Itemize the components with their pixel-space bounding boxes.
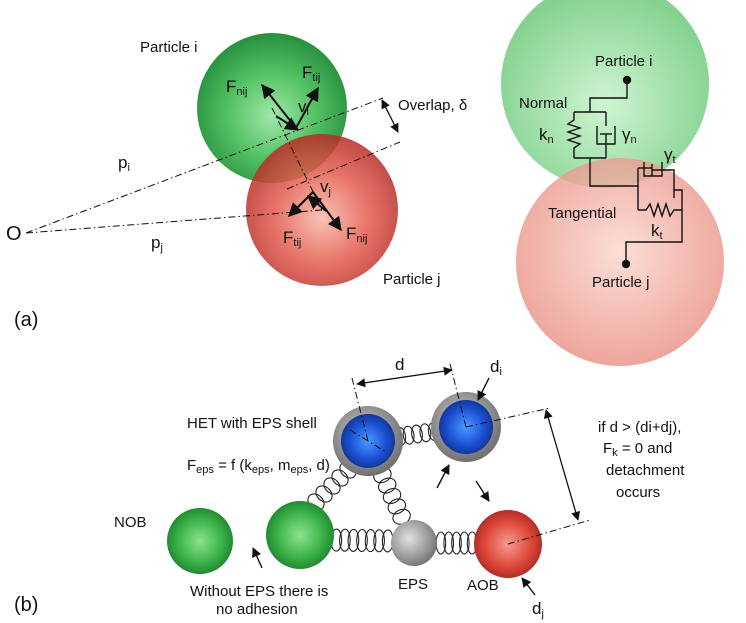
origin-label: O [6, 223, 22, 245]
vi-label: vi [298, 97, 309, 118]
spring-green-het-coil [331, 469, 349, 487]
cond-line2: Fk = 0 and [603, 440, 672, 459]
spring-green-eps-coil [339, 528, 351, 552]
fnij-j-label: Fnij [346, 224, 367, 245]
shell-pointer [436, 464, 450, 489]
ftij-i-arrow [295, 86, 319, 129]
normal-label: Normal [519, 95, 567, 112]
spring-green-eps-coil [373, 529, 385, 553]
separation-arrow [543, 409, 581, 521]
spring-green-eps-coil [347, 528, 360, 552]
spring-eps-aob [435, 531, 478, 555]
fnij-i-label: Fnij [226, 77, 247, 98]
spring-het-eps-coil [387, 498, 407, 515]
no-eps-line2: no adhesion [216, 601, 298, 618]
d-dimension-arrow [356, 366, 453, 388]
panel-b-label: (b) [14, 594, 38, 616]
pj-label: pj [151, 233, 163, 254]
het-label: HET with EPS shell [187, 415, 317, 432]
spring-green-eps-coil [364, 529, 377, 553]
right-particle-i-label: Particle i [595, 53, 653, 70]
spring-eps-aob-coil [443, 531, 455, 555]
no-eps-line1: Without EPS there is [190, 583, 328, 600]
spring-het-het-coil [402, 425, 415, 445]
spring-green-het-coil [315, 485, 333, 503]
feps-label: Feps = f (keps, meps, d) [187, 457, 330, 476]
panel-a-label: (a) [14, 309, 38, 331]
dj-pointer [521, 577, 536, 596]
cond-line1: if d > (di+dj), [598, 419, 681, 436]
vi-arrow [275, 115, 300, 131]
kt-label: kt [651, 221, 663, 242]
center-link-line [271, 107, 323, 211]
kn-label: kn [539, 125, 554, 146]
spring-het-eps-coil [382, 487, 402, 505]
eps-springs [307, 422, 478, 555]
gt-label: γt [664, 145, 676, 166]
overlap-label: Overlap, δ [398, 97, 467, 114]
core-link-left [349, 429, 387, 453]
right-particle-i-sphere [501, 0, 709, 188]
cond-line3: detachment [606, 462, 685, 479]
pi-label: pi [118, 153, 130, 174]
nob-label: NOB [114, 514, 147, 531]
spring-het-het-coil [411, 424, 423, 444]
no-eps-pointer [252, 547, 263, 569]
spring-het-het-coil [419, 423, 432, 443]
vj-arrow [306, 195, 327, 212]
ftij-i-label: Ftij [302, 63, 320, 84]
spring-green-eps-coil [356, 528, 368, 553]
tangential-label: Tangential [548, 205, 616, 222]
di-label: di [490, 357, 502, 378]
spring-eps-aob-coil [458, 531, 470, 555]
nob-sphere [167, 508, 233, 574]
d-guide-left [351, 377, 369, 442]
spring-het-het [394, 422, 440, 446]
particle-j-label: Particle j [383, 271, 441, 288]
cond-line4: occurs [616, 484, 660, 501]
spring-green-het-coil [323, 477, 341, 495]
dj-label: dj [532, 599, 544, 620]
ftij-j-label: Ftij [283, 228, 301, 249]
spring-green-eps [330, 528, 394, 553]
overlap-arrow [381, 99, 399, 133]
vj-label: vj [320, 177, 331, 198]
pj-vector-line [25, 209, 323, 234]
het-green-sphere [266, 501, 334, 569]
di-pointer [477, 377, 490, 401]
eps-label: EPS [398, 576, 428, 593]
eps-sphere [391, 520, 437, 566]
gn-label: γn [622, 125, 637, 146]
right-particle-j-label: Particle j [592, 274, 650, 291]
overlap-tangent-line [286, 141, 401, 190]
d-label: d [395, 355, 404, 374]
particle-i-label: Particle i [140, 39, 198, 56]
pi-vector-line [25, 97, 384, 234]
spring-het-eps-coil [377, 477, 397, 494]
spring-dashpot-model [565, 75, 683, 269]
aob-pointer [475, 480, 490, 502]
aob-label: AOB [467, 577, 499, 594]
right-particle-j-sphere [516, 158, 724, 366]
spring-eps-aob-coil [451, 531, 462, 555]
